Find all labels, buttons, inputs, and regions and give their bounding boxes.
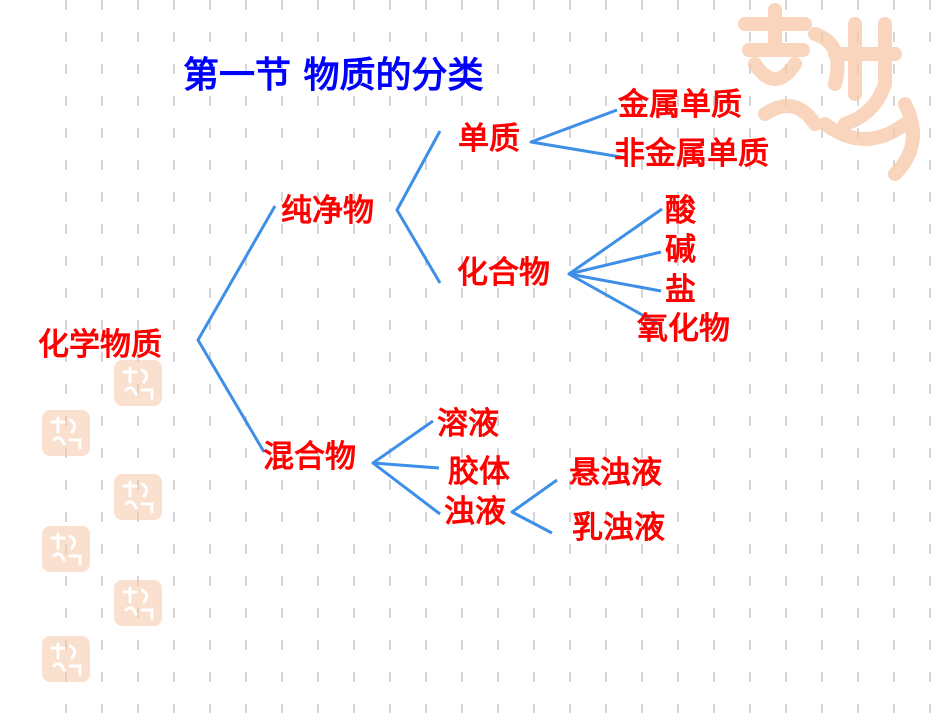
node-element: 单质 [458, 121, 520, 157]
node-acid: 酸 [665, 193, 696, 229]
tree-connectors [196, 108, 663, 535]
node-oxide: 氧化物 [637, 311, 730, 347]
node-pure-substance: 纯净物 [281, 193, 374, 229]
node-emulsion: 乳浊液 [572, 510, 665, 546]
node-suspension: 悬浊液 [569, 455, 662, 491]
node-salt: 盐 [665, 272, 696, 308]
jixiang-seal-icon [42, 410, 90, 456]
node-nonmetal-element: 非金属单质 [614, 136, 769, 172]
connector-line [567, 207, 663, 328]
jixiang-seal-icon [114, 360, 162, 406]
background-dashed-grid [65, 0, 931, 713]
node-colloid: 胶体 [448, 454, 510, 490]
connector-line [568, 250, 662, 276]
node-solution: 溶液 [437, 406, 499, 442]
node-mixture: 混合物 [263, 439, 356, 475]
connector-line [529, 108, 622, 159]
node-metal-element: 金属单质 [618, 87, 742, 123]
jixiang-seal-icon [114, 474, 162, 520]
node-chemical-substance: 化学物质 [38, 327, 162, 363]
connector-line [196, 205, 277, 453]
connector-line [568, 272, 662, 293]
connector-line [395, 130, 442, 284]
node-compound: 化合物 [457, 255, 550, 291]
connector-line [510, 478, 558, 535]
decorative-seals [42, 3, 920, 682]
jixiang-seal-icon [738, 3, 920, 181]
connector-line [372, 461, 440, 470]
node-base: 碱 [665, 232, 696, 268]
jixiang-seal-icon [42, 526, 90, 572]
jixiang-seal-icon [114, 580, 162, 626]
node-turbid-liquid: 浊液 [444, 494, 506, 530]
jixiang-seal-icon [42, 636, 90, 682]
page-title: 第一节 物质的分类 [183, 55, 484, 96]
